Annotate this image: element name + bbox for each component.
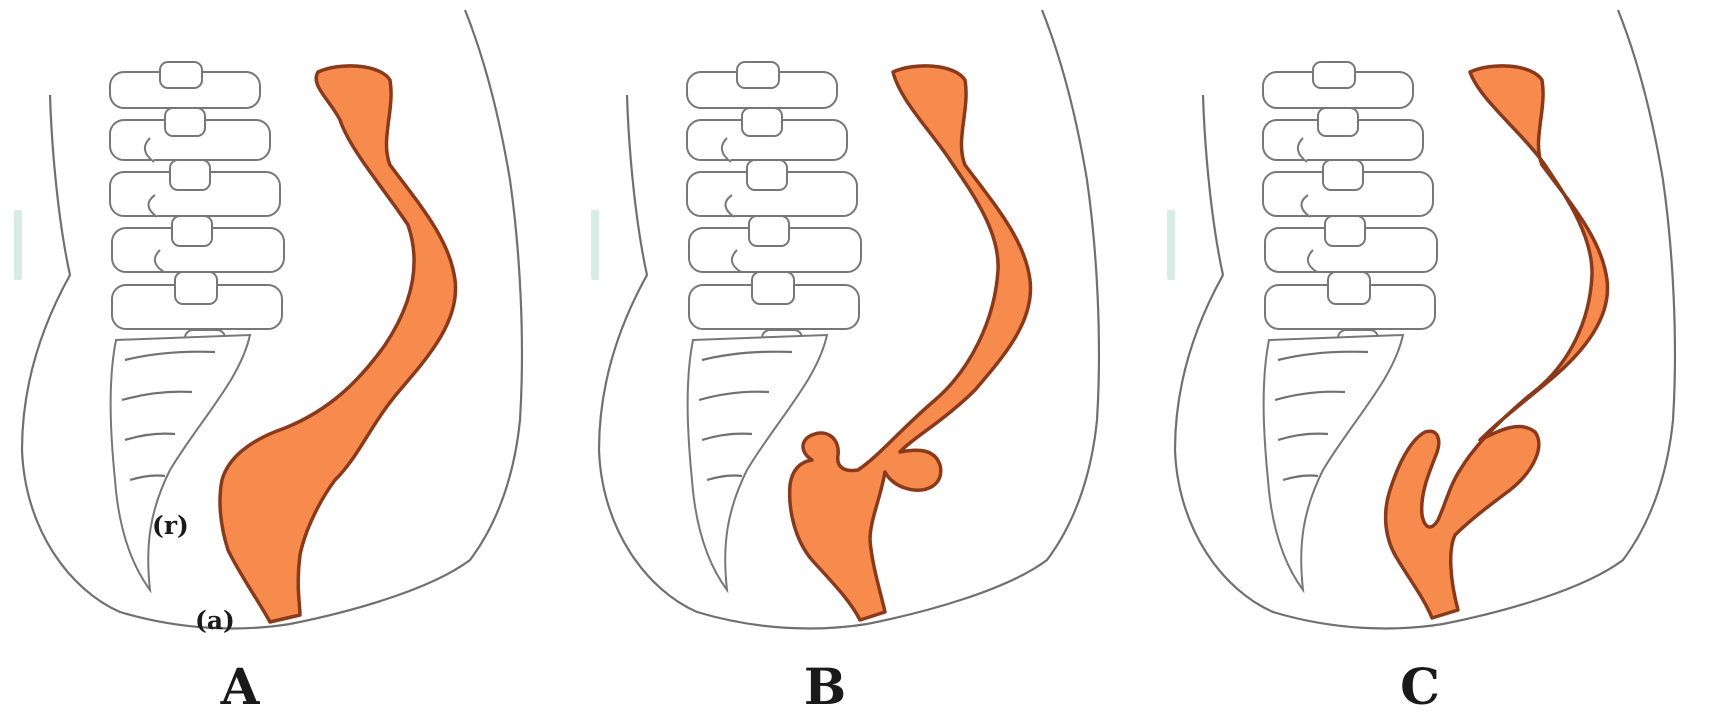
panel-c-label: C [1360, 662, 1480, 712]
label-anus: (a) [195, 608, 235, 633]
panel-a-label: A [180, 662, 300, 712]
panel-b [591, 10, 1099, 628]
panel-b-label: B [765, 662, 885, 712]
panel-a [14, 10, 522, 628]
panel-c [1167, 10, 1675, 628]
label-rectum: (r) [152, 513, 189, 538]
